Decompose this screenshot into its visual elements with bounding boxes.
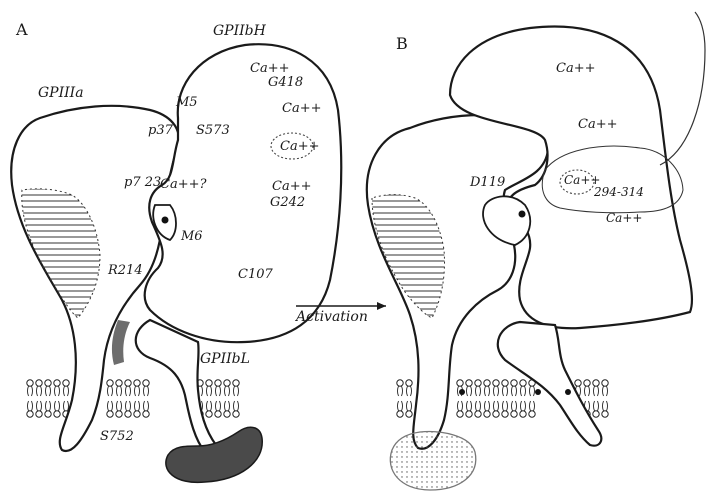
r214-label: R214 xyxy=(108,264,143,277)
gpiibl-label: GPIIbL xyxy=(200,352,250,366)
lipid-head xyxy=(406,401,412,417)
lipid-head xyxy=(215,380,221,396)
lipid-head xyxy=(484,401,490,417)
lipid-head xyxy=(484,380,490,396)
lipid-head xyxy=(593,380,599,396)
lipid-head xyxy=(134,401,140,417)
s752-label: S752 xyxy=(100,430,134,443)
lipid-head xyxy=(511,380,517,396)
lipid-head xyxy=(107,401,113,417)
lipid-head xyxy=(529,380,535,396)
ca-loop-arc-b xyxy=(660,12,705,165)
ca-label-b2: Ca++ xyxy=(578,118,617,131)
lipid-head xyxy=(602,401,608,417)
lipid-head xyxy=(224,380,230,396)
lipid-head xyxy=(45,380,51,396)
ca-label-b1: Ca++ xyxy=(556,62,595,75)
lipid-head xyxy=(36,401,42,417)
p7-23-label: p7 23 xyxy=(124,176,161,189)
lipid-head xyxy=(215,401,221,417)
g418-label: G418 xyxy=(268,76,303,89)
c107-label: C107 xyxy=(238,268,273,281)
lipid-head xyxy=(502,401,508,417)
ca-label-a4: Ca++ xyxy=(272,180,311,193)
lipid-head xyxy=(466,380,472,396)
lipid-head xyxy=(406,380,412,396)
lipid-head xyxy=(54,401,60,417)
lipid-head xyxy=(224,401,230,417)
lipid-head xyxy=(593,401,599,417)
ligand-site-dot-b xyxy=(519,211,526,218)
membrane-bilayer-a xyxy=(27,380,239,417)
lipid-head xyxy=(584,380,590,396)
lipid-head xyxy=(107,380,113,396)
lipid-head xyxy=(466,401,472,417)
junction-dot-3 xyxy=(565,389,571,395)
lipid-head xyxy=(125,380,131,396)
gpiibh-subunit xyxy=(145,44,342,342)
lipid-head xyxy=(475,401,481,417)
lipid-head xyxy=(520,401,526,417)
m6-label: M6 xyxy=(181,230,203,243)
g242-label: G242 xyxy=(270,196,305,209)
lipid-head xyxy=(125,401,131,417)
junction-dot-1 xyxy=(459,389,465,395)
lipid-head xyxy=(27,380,33,396)
p37-label: p37 xyxy=(148,124,173,137)
lipid-head xyxy=(493,401,499,417)
gpiiia-label: GPIIIa xyxy=(38,86,84,100)
dotted-blob-b xyxy=(390,432,475,490)
lipid-head xyxy=(63,380,69,396)
ca-question-label: Ca++? xyxy=(160,178,206,191)
ca-label-a1: Ca++ xyxy=(250,62,289,75)
lipid-head xyxy=(397,401,403,417)
lipid-head xyxy=(116,380,122,396)
ligand-site-dot-a xyxy=(162,217,169,224)
d119-label: D119 xyxy=(470,176,505,189)
junction-dot-2 xyxy=(535,389,541,395)
range-294-314-label: 294-314 xyxy=(594,186,644,198)
lipid-head xyxy=(502,380,508,396)
s573-label: S573 xyxy=(196,124,230,137)
lipid-head xyxy=(457,401,463,417)
ca-label-a2: Ca++ xyxy=(282,102,321,115)
dark-blob-a xyxy=(166,427,262,482)
lipid-head xyxy=(206,380,212,396)
dark-patch-a xyxy=(112,320,130,365)
lipid-head xyxy=(475,380,481,396)
m5-label: M5 xyxy=(176,96,198,109)
lipid-head xyxy=(134,380,140,396)
lipid-head xyxy=(602,380,608,396)
ca-label-a3: Ca++ xyxy=(280,140,319,153)
ca-label-b4: Ca++ xyxy=(606,212,642,224)
lipid-head xyxy=(36,380,42,396)
lipid-head xyxy=(54,380,60,396)
activation-label: Activation xyxy=(296,310,368,324)
lipid-head xyxy=(493,380,499,396)
lipid-head xyxy=(233,401,239,417)
gpiibh-label: GPIIbH xyxy=(213,24,266,38)
lipid-head xyxy=(45,401,51,417)
lipid-head xyxy=(27,401,33,417)
lipid-head xyxy=(529,401,535,417)
lipid-head xyxy=(233,380,239,396)
lipid-head xyxy=(143,380,149,396)
panel-a-label: A xyxy=(16,22,28,38)
panel-b xyxy=(367,12,705,490)
lipid-head xyxy=(206,401,212,417)
panel-b-label: B xyxy=(396,36,408,52)
lipid-head xyxy=(511,401,517,417)
lipid-head xyxy=(116,401,122,417)
lipid-head xyxy=(520,380,526,396)
lipid-head xyxy=(397,380,403,396)
lipid-head xyxy=(143,401,149,417)
